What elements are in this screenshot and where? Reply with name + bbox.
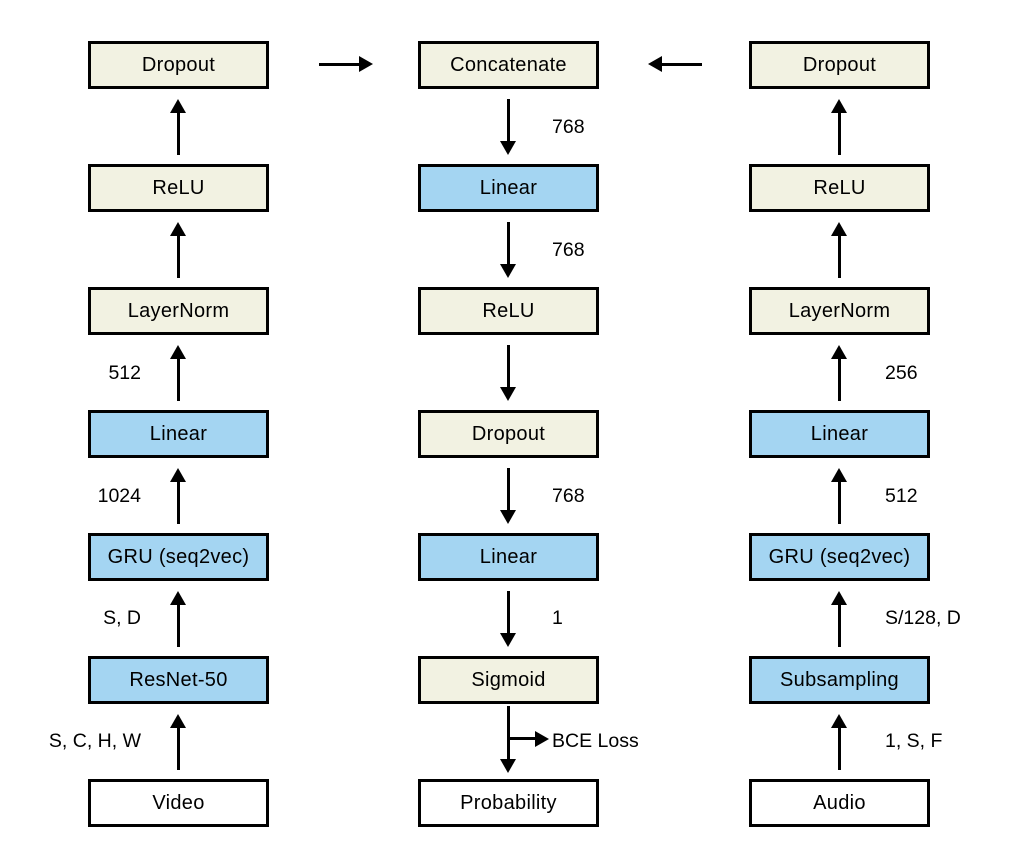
audio-node-linear: Linear bbox=[749, 410, 930, 458]
fusion-arrow-down-icon bbox=[499, 99, 517, 155]
arrow-shaft bbox=[506, 468, 510, 512]
fusion-edge-label-768a: 768 bbox=[552, 116, 585, 138]
audio-edge-label-512: 512 bbox=[885, 485, 918, 507]
sigmoid-output-branch-arrow-icon bbox=[499, 706, 609, 774]
arrow-shaft bbox=[660, 62, 702, 66]
arrow-head bbox=[500, 387, 516, 401]
audio-edge-label-256: 256 bbox=[885, 362, 918, 384]
arrow-head bbox=[831, 468, 847, 482]
video-edge-label-schw: S, C, H, W bbox=[48, 730, 141, 752]
arrow-head bbox=[170, 714, 186, 728]
arrow-shaft bbox=[176, 234, 180, 278]
video-node-resnet50: ResNet-50 bbox=[88, 656, 269, 704]
audio-node-layernorm: LayerNorm bbox=[749, 287, 930, 335]
video-node-gru: GRU (seq2vec) bbox=[88, 533, 269, 581]
audio-arrow-up-icon bbox=[830, 345, 848, 401]
audio-node-input: Audio bbox=[749, 779, 930, 827]
video-arrow-up-icon bbox=[169, 222, 187, 278]
fusion-node-dropout: Dropout bbox=[418, 410, 599, 458]
audio-arrow-up-icon bbox=[830, 468, 848, 524]
arrow-shaft bbox=[176, 726, 180, 770]
arrow-shaft bbox=[506, 345, 510, 389]
fusion-node-linear2: Linear bbox=[418, 533, 599, 581]
arrow-shaft bbox=[837, 111, 841, 155]
audio-arrow-up-icon bbox=[830, 99, 848, 155]
arrow-head bbox=[831, 714, 847, 728]
arrow-shaft bbox=[837, 603, 841, 647]
fusion-arrow-down-icon bbox=[499, 591, 517, 647]
arrow-shaft bbox=[837, 357, 841, 401]
bce-loss-label: BCE Loss bbox=[552, 730, 639, 752]
fusion-edge-label-768c: 768 bbox=[552, 485, 585, 507]
video-edge-label-512: 512 bbox=[108, 362, 141, 384]
arrow-head bbox=[500, 759, 516, 773]
arrow-shaft bbox=[176, 111, 180, 155]
arrow-shaft bbox=[506, 222, 510, 266]
video-node-input: Video bbox=[88, 779, 269, 827]
audio-arrow-up-icon bbox=[830, 714, 848, 770]
video-node-layernorm: LayerNorm bbox=[88, 287, 269, 335]
arrow-head bbox=[648, 56, 662, 72]
video-to-concat-arrow-right-icon bbox=[319, 55, 373, 73]
audio-node-relu: ReLU bbox=[749, 164, 930, 212]
arrow-shaft bbox=[319, 62, 361, 66]
arrow-head bbox=[831, 99, 847, 113]
fusion-arrow-down-icon bbox=[499, 468, 517, 524]
arrow-head bbox=[170, 99, 186, 113]
arrow-shaft bbox=[506, 99, 510, 143]
fusion-edge-label-1: 1 bbox=[552, 607, 563, 629]
arrow-shaft bbox=[837, 726, 841, 770]
fusion-node-probability: Probability bbox=[418, 779, 599, 827]
video-arrow-up-icon bbox=[169, 714, 187, 770]
video-edge-label-sd: S, D bbox=[103, 607, 141, 629]
video-node-relu: ReLU bbox=[88, 164, 269, 212]
audio-edge-label-s128d: S/128, D bbox=[885, 607, 961, 629]
arrow-head bbox=[170, 468, 186, 482]
video-edge-label-1024: 1024 bbox=[97, 485, 141, 507]
arrow-shaft bbox=[506, 591, 510, 635]
arrow-shaft bbox=[837, 480, 841, 524]
fusion-node-sigmoid: Sigmoid bbox=[418, 656, 599, 704]
video-arrow-up-icon bbox=[169, 591, 187, 647]
audio-to-concat-arrow-left-icon bbox=[648, 55, 702, 73]
arrow-head bbox=[500, 510, 516, 524]
fusion-arrow-down-icon bbox=[499, 345, 517, 401]
video-node-dropout: Dropout bbox=[88, 41, 269, 89]
arrow-shaft bbox=[506, 706, 510, 760]
video-arrow-up-icon bbox=[169, 99, 187, 155]
arrow-head bbox=[170, 591, 186, 605]
arrow-head bbox=[500, 264, 516, 278]
arrow-shaft bbox=[837, 234, 841, 278]
arrow-shaft bbox=[176, 357, 180, 401]
arrow-head bbox=[831, 222, 847, 236]
video-arrow-up-icon bbox=[169, 345, 187, 401]
arrow-head bbox=[500, 141, 516, 155]
fusion-node-concatenate: Concatenate bbox=[418, 41, 599, 89]
arrow-shaft bbox=[507, 737, 536, 740]
arrow-shaft bbox=[176, 603, 180, 647]
fusion-edge-label-768b: 768 bbox=[552, 239, 585, 261]
audio-arrow-up-icon bbox=[830, 591, 848, 647]
arrow-head bbox=[170, 222, 186, 236]
arrow-head bbox=[359, 56, 373, 72]
fusion-arrow-down-icon bbox=[499, 222, 517, 278]
audio-node-subsampling: Subsampling bbox=[749, 656, 930, 704]
audio-edge-label-1sf: 1, S, F bbox=[885, 730, 943, 752]
arrow-head bbox=[831, 591, 847, 605]
arrow-head bbox=[535, 730, 549, 747]
arrow-head bbox=[500, 633, 516, 647]
fusion-node-relu: ReLU bbox=[418, 287, 599, 335]
audio-node-gru: GRU (seq2vec) bbox=[749, 533, 930, 581]
audio-arrow-up-icon bbox=[830, 222, 848, 278]
arrow-head bbox=[170, 345, 186, 359]
video-node-linear: Linear bbox=[88, 410, 269, 458]
video-arrow-up-icon bbox=[169, 468, 187, 524]
audio-node-dropout: Dropout bbox=[749, 41, 930, 89]
arrow-shaft bbox=[176, 480, 180, 524]
fusion-node-linear1: Linear bbox=[418, 164, 599, 212]
arrow-head bbox=[831, 345, 847, 359]
